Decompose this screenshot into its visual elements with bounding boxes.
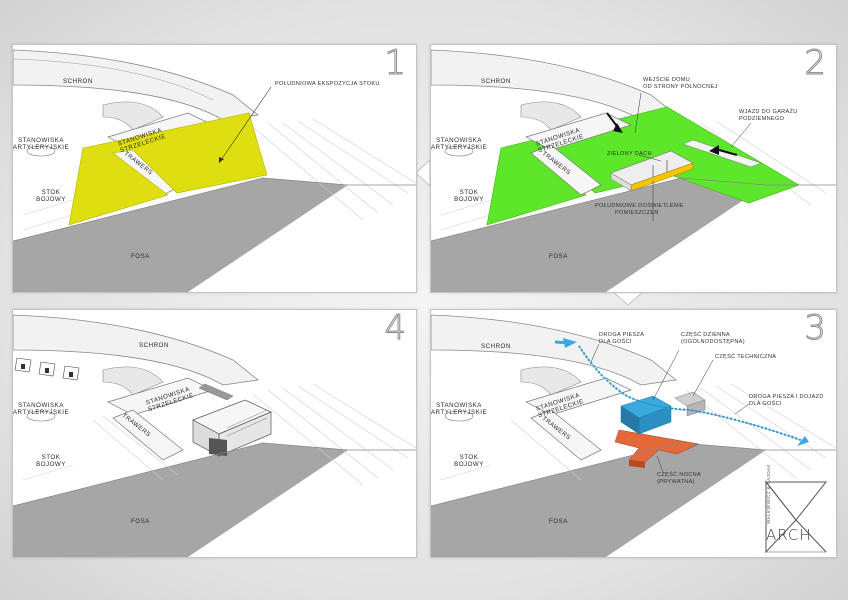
- label-line: BOJOWY: [36, 196, 66, 204]
- note-guest-drive: DROGA PIESZA I DOJAZD DLA GOŚCI: [749, 394, 824, 408]
- label-line: ARTYLERYJSKIE: [12, 409, 70, 417]
- note-line: WJAZD DO GARAŻU: [739, 109, 798, 115]
- note-line: OD STRONY PÓŁNOCNEJ: [643, 84, 718, 90]
- label-schron: SCHRON: [63, 78, 93, 85]
- label-line: STANOWISKA: [436, 137, 482, 144]
- label-stanowiska-artyleryjskie: STANOWISKA ARTYLERYJSKIE: [13, 402, 69, 417]
- label-line: BOJOWY: [454, 196, 484, 204]
- label-line: STOK: [459, 189, 479, 196]
- panel-1-drawing: [13, 49, 416, 292]
- label-line: BOJOWY: [454, 461, 484, 469]
- label-fosa: FOSA: [131, 518, 150, 525]
- label-line: STANOWISKA: [436, 402, 482, 409]
- panel-2-drawing: [431, 49, 836, 292]
- label-line: STOK: [41, 454, 61, 461]
- label-stok-bojowy: STOK BOJOWY: [36, 189, 66, 204]
- label-fosa: FOSA: [131, 253, 150, 260]
- panel-number: 3: [804, 309, 827, 349]
- label-stanowiska-artyleryjskie: STANOWISKA ARTYLERYJSKIE: [13, 137, 69, 152]
- panel-4: 4 SCHRON STANOWISKA ARTYLERYJSKIE STANOW…: [12, 309, 417, 558]
- panel-number: 4: [384, 309, 407, 349]
- note-line: (OGÓLNODOSTĘPNA): [681, 339, 745, 345]
- label-line: STOK: [459, 454, 479, 461]
- note-day-part: CZĘŚĆ DZIENNA (OGÓLNODOSTĘPNA): [681, 332, 745, 346]
- note-line: DLA GOŚCI: [599, 339, 632, 345]
- label-line: ARTYLERYJSKIE: [430, 409, 488, 417]
- label-line: ARTYLERYJSKIE: [430, 144, 488, 152]
- note-line: POMIESZCZEŃ: [615, 210, 659, 216]
- label-line: BOJOWY: [36, 461, 66, 469]
- note-line: CZĘŚĆ DZIENNA: [681, 332, 730, 338]
- label-schron: SCHRON: [481, 343, 511, 350]
- panel-3-drawing: [431, 314, 836, 557]
- panel-4-drawing: [13, 314, 416, 557]
- logo-subtitle: WALKIEWICZ & SAJDAK: [766, 463, 771, 524]
- note-guest-path: DROGA PIESZA DLA GOŚCI: [599, 332, 644, 346]
- label-schron: SCHRON: [139, 342, 169, 349]
- note-south-exposure: POŁUDNIOWA EKSPOZYCJA STOKU: [275, 81, 380, 87]
- arch-logo: [764, 480, 828, 554]
- note-line: (PRYWATNA): [657, 479, 695, 485]
- note-line: DROGA PIESZA: [599, 332, 645, 338]
- note-line: PODZIEMNEGO: [739, 116, 785, 122]
- note-night-part: CZĘŚĆ NOCNA (PRYWATNA): [657, 472, 701, 486]
- note-line: DROGA PIESZA I DOJAZD: [749, 394, 824, 400]
- label-schron: SCHRON: [481, 78, 511, 85]
- note-line: WEJŚCIE DOMU: [643, 77, 691, 83]
- label-stanowiska-artyleryjskie: STANOWISKA ARTYLERYJSKIE: [431, 137, 487, 152]
- panel-1: 1 SCHRON STANOWISKA ARTYLERYJSKIE STANOW…: [12, 44, 417, 293]
- label-stok-bojowy: STOK BOJOWY: [454, 189, 484, 204]
- logo-text: ARCH: [766, 526, 812, 544]
- label-fosa: FOSA: [549, 253, 568, 260]
- label-stok-bojowy: STOK BOJOWY: [454, 454, 484, 469]
- label-fosa: FOSA: [549, 518, 568, 525]
- label-line: STANOWISKA: [18, 402, 64, 409]
- note-green-roof: ZIELONY DACH: [607, 151, 652, 157]
- note-line: DLA GOŚCI: [749, 401, 782, 407]
- label-stok-bojowy: STOK BOJOWY: [36, 454, 66, 469]
- panel-3: 3 SCHRON STANOWISKA ARTYLERYJSKIE STANOW…: [430, 309, 837, 558]
- label-line: ARTYLERYJSKIE: [12, 144, 70, 152]
- note-entry: WEJŚCIE DOMU OD STRONY PÓŁNOCNEJ: [643, 77, 718, 91]
- label-line: STANOWISKA: [18, 137, 64, 144]
- note-line: POŁUDNIOWE DOŚWIETLENIE: [595, 203, 684, 209]
- panel-2: 2 SCHRON STANOWISKA ARTYLERYJSKIE STANOW…: [430, 44, 837, 293]
- note-south-light: POŁUDNIOWE DOŚWIETLENIE POMIESZCZEŃ: [595, 203, 684, 217]
- panel-number: 1: [384, 44, 407, 84]
- note-line: CZĘŚĆ NOCNA: [657, 472, 702, 478]
- panel-number: 2: [804, 44, 827, 84]
- note-garage: WJAZD DO GARAŻU PODZIEMNEGO: [739, 109, 798, 123]
- label-line: STOK: [41, 189, 61, 196]
- note-technical-part: CZĘŚĆ TECHNICZNA: [715, 354, 777, 360]
- label-stanowiska-artyleryjskie: STANOWISKA ARTYLERYJSKIE: [431, 402, 487, 417]
